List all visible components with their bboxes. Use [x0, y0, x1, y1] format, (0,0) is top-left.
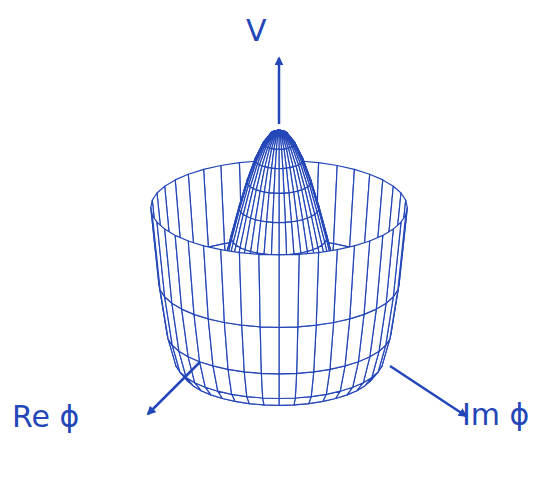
mesh-cell [314, 323, 334, 372]
mesh-cell [259, 254, 279, 327]
mesh-cell [298, 253, 319, 327]
mesh-cell [297, 325, 317, 373]
mesh-cell [295, 372, 313, 398]
mesh-cell [261, 373, 279, 398]
mesh-cell [274, 130, 279, 136]
mesh-cell [239, 253, 260, 327]
mesh-cell [279, 169, 284, 194]
mesh-cell [279, 193, 285, 222]
mesh-cell [279, 130, 285, 136]
mesh-cell [244, 372, 262, 398]
re-axis [148, 362, 200, 414]
mesh-cell [279, 254, 299, 327]
mesh-cell [260, 327, 279, 374]
axis-label: Re ϕ [12, 402, 79, 432]
axis-label: Im ϕ [462, 400, 529, 430]
mesh-cell [275, 149, 279, 168]
mesh-cell [224, 323, 244, 372]
mesh-cell [273, 130, 279, 136]
mesh-cell [316, 250, 337, 326]
mesh-cell [277, 130, 280, 136]
mesh-cell [279, 373, 297, 398]
mesh-cell [279, 130, 286, 136]
mesh-cell [279, 130, 284, 136]
v-axis [278, 58, 281, 124]
mesh-cell [277, 136, 280, 149]
mesh-cell [273, 193, 279, 222]
axis-label: V [246, 16, 267, 46]
potential-surface [151, 130, 408, 405]
mesh-cell [273, 130, 280, 136]
mesh-cell [274, 169, 279, 194]
mesh-cell [279, 398, 295, 405]
mesh-cell [272, 222, 280, 255]
mesh-cell [221, 250, 242, 326]
mesh-cell [279, 327, 298, 374]
mesh-cell [279, 222, 287, 255]
mesh-cell [278, 130, 279, 136]
im-axis [390, 366, 466, 416]
mesh-cell [263, 398, 279, 405]
mesh-cell [275, 130, 279, 136]
mesh-cell [242, 325, 262, 373]
